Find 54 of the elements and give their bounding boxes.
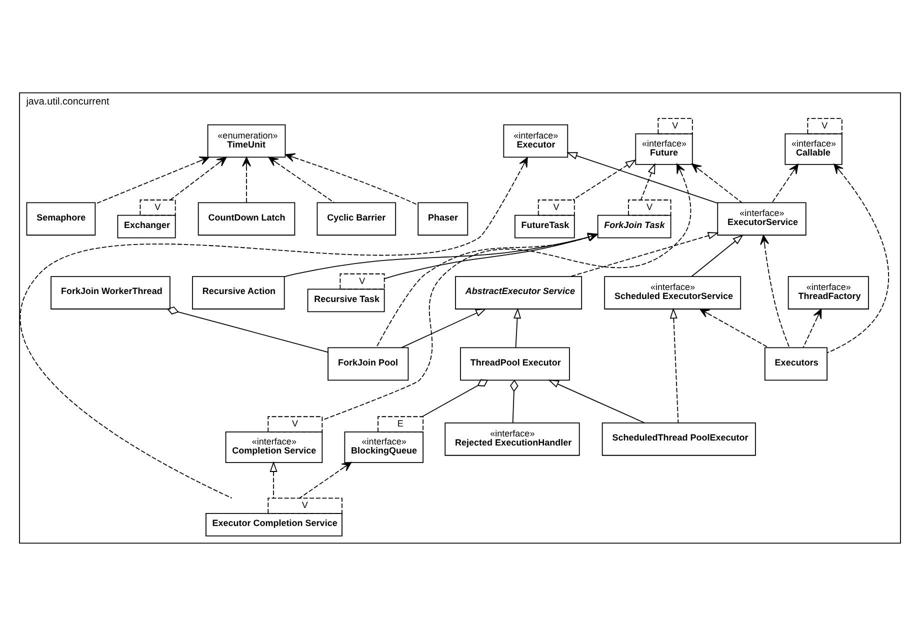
node-label: V (302, 500, 308, 510)
node-box: Recursive Action (192, 276, 285, 309)
node-box: Executors (764, 346, 828, 380)
arrow (242, 156, 252, 203)
node-box: ForkJoin WorkerThread (50, 276, 170, 309)
node-label: V (154, 201, 161, 212)
arrow (826, 163, 890, 353)
arrow (760, 234, 790, 348)
arrow (284, 233, 598, 277)
node-box: «interface» ThreadFactory (788, 276, 869, 309)
arrow (400, 308, 486, 348)
connector (510, 379, 518, 423)
arrow (268, 156, 335, 203)
arrow (20, 156, 528, 498)
node-box: «interface» Scheduled ExecutorService (604, 276, 742, 309)
arrow (572, 158, 636, 200)
connector (422, 378, 488, 416)
node-label: V (292, 418, 298, 428)
arrow (548, 379, 646, 423)
node-box: «interface» ExecutorService (717, 202, 806, 236)
arrow (670, 307, 679, 423)
node-box: Semaphore (26, 202, 96, 236)
node-box: Cyclic Barrier (316, 202, 396, 236)
arrow (570, 232, 719, 276)
arrow (566, 152, 718, 203)
node-box: AbstractExecutor Service (455, 276, 582, 309)
arrow (691, 234, 744, 276)
node-label: V (646, 201, 652, 212)
node-box: ThreadPool Executor (460, 346, 570, 380)
node-box: «interface» Executor (503, 124, 568, 158)
arrow (640, 162, 656, 200)
arrow (772, 163, 798, 202)
arrow (802, 308, 822, 348)
node-box: ForkJoin Pool (328, 346, 409, 380)
node-label: V (822, 120, 828, 130)
connector (166, 306, 328, 352)
arrow (94, 156, 210, 204)
arrow (384, 233, 599, 279)
arrow (170, 156, 227, 200)
arrow (376, 232, 598, 348)
arrow (700, 308, 770, 348)
node-label: V (553, 201, 560, 212)
arrow (270, 460, 278, 498)
node-label: V (672, 120, 678, 130)
node-box: «interface» Rejected ExecutionHandler (444, 422, 580, 456)
node-box: CountDown Latch (198, 202, 296, 236)
node-box: «enumeration» TimeUnit (207, 124, 286, 158)
arrow (692, 162, 742, 203)
node-label: E (397, 418, 404, 428)
node-box: Phaser (418, 202, 468, 236)
arrow (513, 307, 522, 348)
node-box: ScheduledThread PoolExecutor (602, 422, 756, 456)
arrow (285, 152, 418, 205)
node-label: V (359, 275, 366, 286)
